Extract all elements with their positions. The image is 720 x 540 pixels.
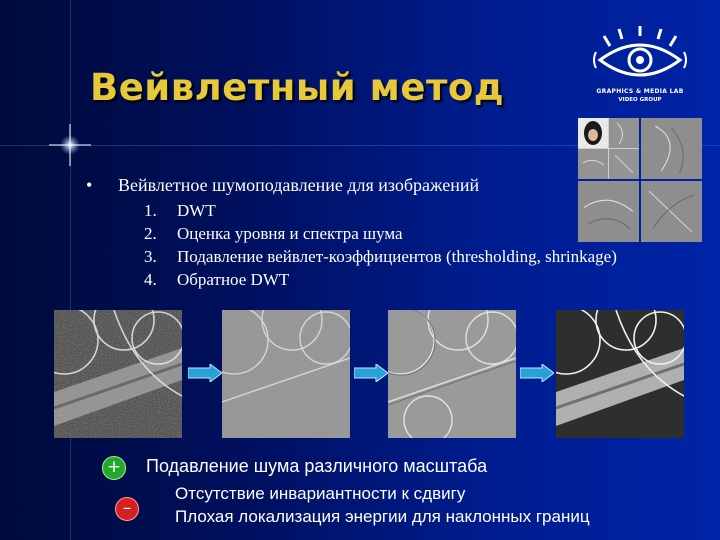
detail-subimage (578, 149, 608, 179)
bullet-marker: • (86, 175, 93, 195)
noisy-detail-image (222, 310, 350, 438)
noisy-image (54, 310, 182, 438)
minus-icon: – (115, 497, 139, 521)
detail-subimage (609, 118, 639, 148)
list-item: 3.Подавление вейвлет-коэффициентов (thre… (144, 247, 617, 266)
arrow-right-icon (354, 364, 388, 382)
arrow-right-icon (520, 364, 554, 382)
eye-logo-icon (593, 26, 687, 77)
decorative-horizontal-line (0, 145, 720, 146)
detail-subimage (609, 149, 639, 179)
denoised-result-image (556, 310, 684, 438)
sparkle-icon (49, 124, 91, 166)
plus-icon: + (102, 456, 126, 480)
bullet-heading: Вейвлетное шумоподавление для изображени… (118, 175, 480, 195)
logo-subcaption: VIDEO GROUP (618, 97, 662, 103)
list-item: 1.DWT (144, 201, 216, 220)
disadvantage-text: Плохая локализация энергии для наклонных… (175, 507, 590, 526)
advantage-text: Подавление шума различного масштаба (146, 456, 488, 476)
slide-title: Вейвлетный метод (90, 66, 505, 109)
wavelet-decomposition-image (578, 118, 702, 242)
filtered-detail-image (388, 310, 516, 438)
list-item: 4.Обратное DWT (144, 270, 290, 289)
decorative-vertical-line (70, 0, 71, 540)
list-item: 2.Оценка уровня и спектра шума (144, 224, 403, 243)
disadvantage-text: Отсутствие инвариантности к сдвигу (175, 484, 466, 503)
step-list: 1.DWT 2.Оценка уровня и спектра шума 3.П… (144, 199, 617, 291)
detail-subimage (641, 118, 702, 179)
approximation-subimage (578, 118, 608, 148)
wavelet-level2-quadrant (578, 118, 639, 179)
detail-subimage (578, 181, 639, 242)
logo-caption: GRAPHICS & MEDIA LAB (596, 88, 684, 95)
detail-subimage (641, 181, 702, 242)
arrow-right-icon (188, 364, 222, 382)
lab-logo: GRAPHICS & MEDIA LAB VIDEO GROUP (590, 26, 690, 110)
